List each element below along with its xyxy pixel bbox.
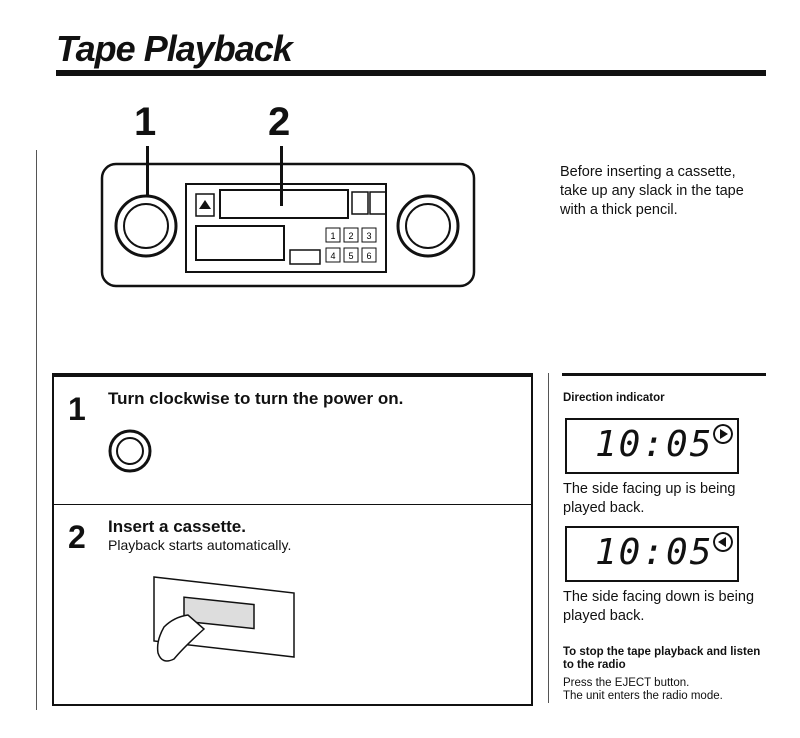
reverse-caption: The side facing down is being played bac… [563,589,755,624]
step-2-number: 2 [68,519,86,555]
title-rule [56,70,766,76]
fm-am-button[interactable] [289,249,321,265]
page-title: Tape Playback [56,28,293,69]
preset-2: 2 [348,231,353,241]
lcd-display-forward: 10:05 [565,418,739,474]
callout-1: 1 [134,100,157,144]
step-2-heading: Insert a cassette. [108,517,246,536]
step-divider [54,504,531,505]
play-reverse-icon [713,532,733,552]
lcd-time-forward: 10:05 [595,424,714,465]
callout-2-line [280,146,283,206]
preset-buttons [325,227,377,263]
stop-body: Press the EJECT button. The unit enters … [563,677,773,703]
stop-line-1: Press the EJECT button. [563,677,690,689]
callout-2: 2 [268,100,291,144]
right-column-rule [548,373,549,703]
right-top-rule [562,373,766,376]
eject-icon [199,200,211,209]
display-window [195,225,285,261]
callout-1-line [146,146,149,224]
intro-text: Before inserting a cassette, take up any… [560,164,744,218]
cassette-insert-illustration [153,576,295,662]
left-margin-rule [36,150,37,710]
step-2-subtext: Playback starts automatically. [108,537,292,553]
fast-forward-button[interactable] [369,191,387,215]
direction-indicator-label: Direction indicator [563,392,665,404]
preset-5: 5 [348,251,353,261]
preset-6: 6 [366,251,371,261]
rewind-button[interactable] [351,191,369,215]
lcd-display-reverse: 10:05 [565,526,739,582]
power-knob-illustration [108,429,152,473]
lcd-time-reverse: 10:05 [595,532,714,573]
preset-3: 3 [366,231,371,241]
steps-box: 1 Turn clockwise to turn the power on. 2… [52,373,533,706]
step-1-heading: Turn clockwise to turn the power on. [108,389,404,408]
cassette-slot[interactable] [219,189,349,219]
car-stereo-illustration: 1 2 3 4 5 6 [100,162,476,288]
stop-heading: To stop the tape playback and listen to … [563,646,761,671]
forward-caption: The side facing up is being played back. [563,481,736,516]
eject-button[interactable] [195,193,215,217]
preset-1: 1 [330,231,335,241]
preset-4: 4 [330,251,335,261]
stop-line-2: The unit enters the radio mode. [563,690,723,702]
step-1-number: 1 [68,391,86,427]
play-forward-icon [713,424,733,444]
